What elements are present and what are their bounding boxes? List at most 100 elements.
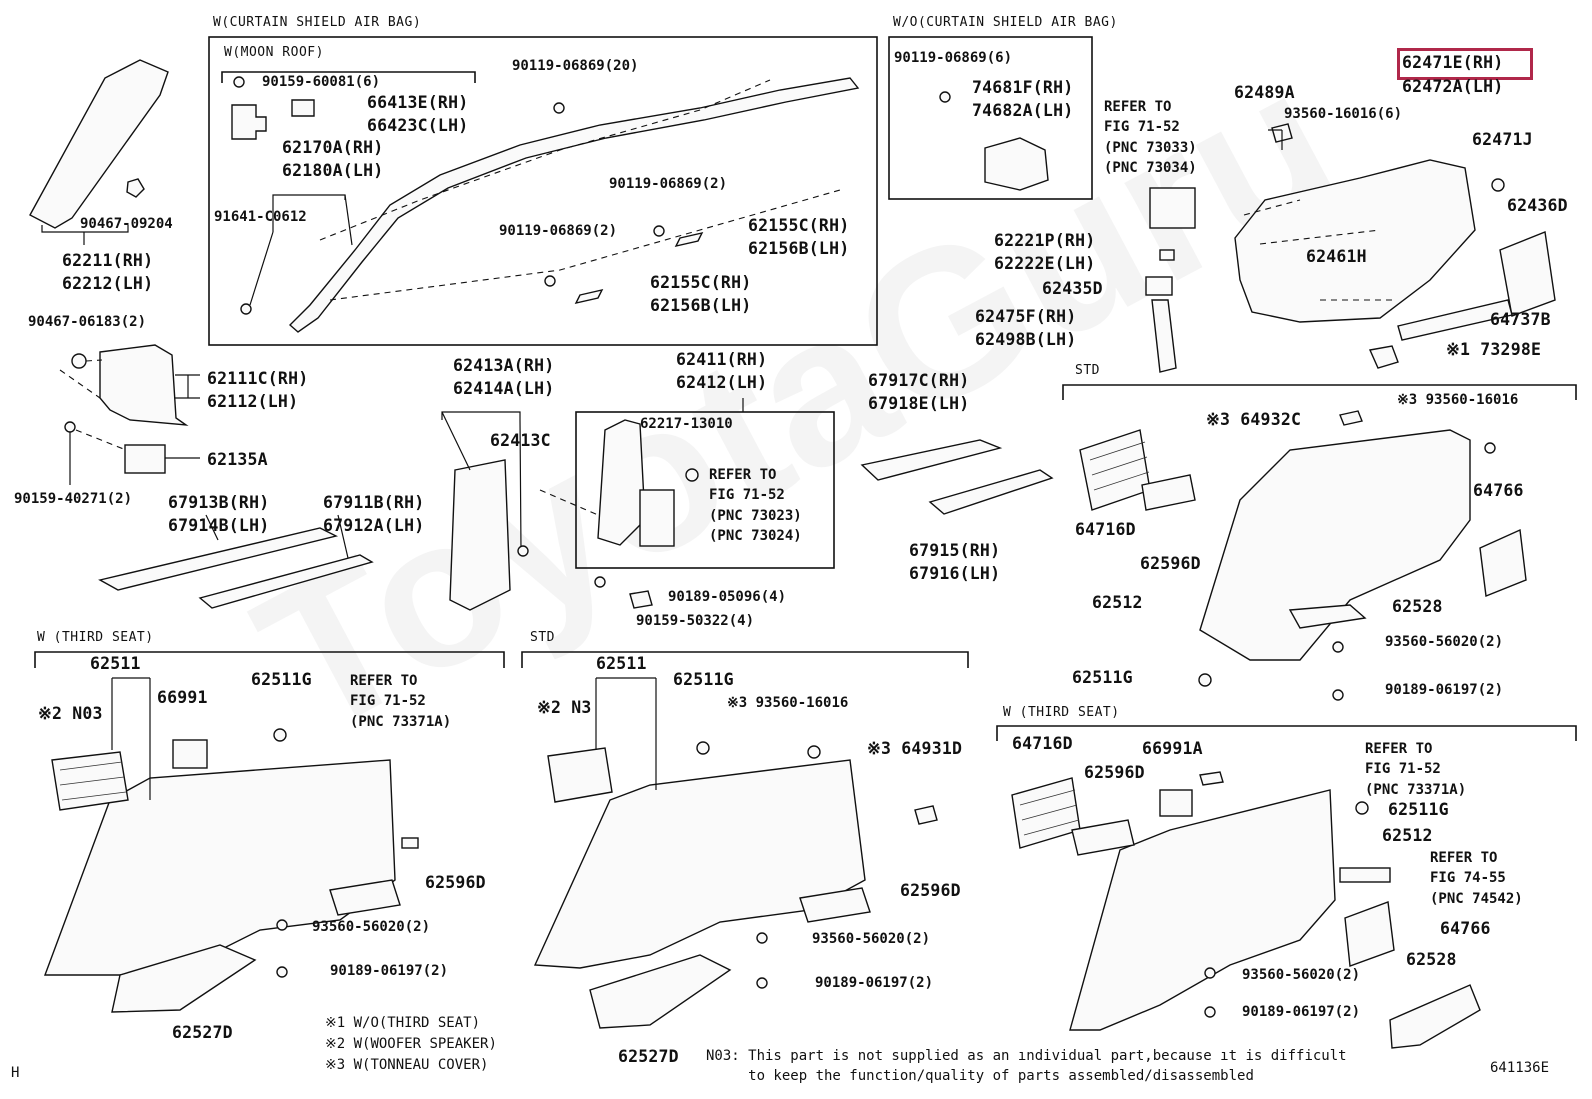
- leader-62211: [41, 225, 129, 233]
- hook-73298e: [1368, 345, 1399, 369]
- ref-part-73023: [639, 489, 675, 547]
- label-62498b: 62498B(LH): [975, 330, 1077, 349]
- refer-fig-71-52-r: REFER TO FIG 71-52 (PNC 73371A): [1365, 741, 1467, 798]
- section-third-seat-left: W (THIRD SEAT): [37, 630, 154, 645]
- label-67914b: 67914B(LH): [168, 516, 270, 535]
- label-62212: 62212(LH): [62, 274, 154, 293]
- footnote-n03: N03: This part is not supplied as an ınd…: [706, 1048, 1347, 1085]
- footnote-3: ※3 W(TONNEAU COVER): [325, 1057, 489, 1073]
- label-67913b: 67913B(RH): [168, 493, 270, 512]
- front-pillar-garnish: [29, 59, 169, 229]
- section-std-middle: STD: [530, 630, 555, 645]
- label-90189-06197-m: 90189-06197(2): [815, 975, 934, 991]
- label-62155c-b: 62155C(RH): [650, 273, 752, 292]
- label-62461h: 62461H: [1306, 247, 1367, 266]
- bracket-62135a: [124, 444, 166, 474]
- scuff-plate-67913b: [98, 527, 339, 591]
- label-66413e: 66413E(RH): [367, 93, 469, 112]
- clip-64931d: [914, 805, 938, 825]
- label-67916: 67916(LH): [909, 564, 1001, 583]
- label-93560-56020-m: 93560-56020(2): [812, 931, 931, 947]
- label-67912a: 67912A(LH): [323, 516, 425, 535]
- section-third-seat-right: W (THIRD SEAT): [1003, 705, 1120, 720]
- label-62436d: 62436D: [1507, 196, 1568, 215]
- label-67915: 67915(RH): [909, 541, 1001, 560]
- std-middle-bracket: [521, 651, 969, 668]
- clip-90467-09204: [126, 178, 145, 198]
- label-64932c: ※3 64932C: [1206, 410, 1302, 429]
- section-std-right: STD: [1075, 363, 1100, 378]
- figure-id: 641136E: [1490, 1060, 1550, 1076]
- label-73298e: ※1 73298E: [1446, 340, 1542, 359]
- label-62412: 62412(LH): [676, 373, 768, 392]
- label-62512-a: 62512: [1092, 593, 1143, 612]
- label-66991: 66991: [157, 688, 208, 707]
- label-93560-56020-r: 93560-56020(2): [1242, 967, 1361, 983]
- grille-64716d-a: [1079, 429, 1151, 511]
- grille-64766-r: [1344, 901, 1395, 967]
- label-62511g-l: 62511G: [251, 670, 312, 689]
- label-n3-m: ※2 N3: [537, 698, 592, 717]
- label-62528-r: 62528: [1406, 950, 1457, 969]
- strip-64737b: [1397, 299, 1513, 341]
- label-62155c-a: 62155C(RH): [748, 216, 850, 235]
- scuff-plate-67917c: [860, 439, 1003, 481]
- label-62217-13010: 62217-13010: [640, 416, 733, 432]
- label-90159-50322: 90159-50322(4): [636, 613, 755, 629]
- pillar-refer-frame: [575, 411, 835, 569]
- quarter-upper-trim-62471e: [1234, 159, 1476, 323]
- label-62411: 62411(RH): [676, 350, 768, 369]
- label-62156b-a: 62156B(LH): [748, 239, 850, 258]
- part-62528-r: [1389, 984, 1481, 1049]
- label-90467-06183: 90467-06183(2): [28, 314, 147, 330]
- quarter-trim-62512-std: [1199, 429, 1471, 661]
- label-62511g-m: 62511G: [673, 670, 734, 689]
- bracket-74681f: [984, 137, 1049, 191]
- label-64766-r: 64766: [1440, 919, 1491, 938]
- label-74681f: 74681F(RH): [972, 78, 1074, 97]
- refer-fig-71-52-l: REFER TO FIG 71-52 (PNC 73371A): [350, 673, 452, 730]
- label-90119-06869-2a: 90119-06869(2): [609, 176, 728, 192]
- label-64716d-a: 64716D: [1075, 520, 1136, 539]
- label-62170a: 62170A(RH): [282, 138, 384, 157]
- label-90119-06869-20: 90119-06869(20): [512, 58, 639, 74]
- bracket-62155c-a: [674, 231, 704, 248]
- vent-66991a: [1159, 789, 1193, 817]
- label-62511g-a: 62511G: [1072, 668, 1133, 687]
- highlight-62471e: [1397, 48, 1533, 80]
- label-62511g-r: 62511G: [1388, 800, 1449, 819]
- third-seat-right-bracket: [996, 725, 1577, 741]
- label-93560-16016-m: ※3 93560-16016: [727, 695, 849, 711]
- refer-fig-71-52-a: REFER TO FIG 71-52 (PNC 73033) (PNC 7303…: [1104, 99, 1197, 176]
- tray-62596d-r: [1071, 819, 1135, 856]
- no-curtain-airbag-frame: [888, 36, 1093, 200]
- label-66991a: 66991A: [1142, 739, 1203, 758]
- airbag-sensor-66413e: [231, 104, 267, 140]
- label-62111c: 62111C(RH): [207, 369, 309, 388]
- label-n03-l: ※2 N03: [38, 704, 103, 723]
- label-62527d-m: 62527D: [618, 1047, 679, 1066]
- label-62414a: 62414A(LH): [453, 379, 555, 398]
- refer-fig-74-55-r: REFER TO FIG 74-55 (PNC 74542): [1430, 850, 1523, 907]
- label-74682a: 74682A(LH): [972, 101, 1074, 120]
- label-62222e: 62222E(LH): [994, 254, 1096, 273]
- label-62135a: 62135A: [207, 450, 268, 469]
- part-62435d: [1145, 276, 1173, 296]
- label-90467-09204: 90467-09204: [80, 216, 173, 232]
- label-67918e: 67918E(LH): [868, 394, 970, 413]
- garnish-62475f: [1151, 299, 1177, 373]
- clip-62221p: [1159, 249, 1175, 261]
- label-93560-16016-6: 93560-16016(6): [1284, 106, 1403, 122]
- label-62511-l: 62511: [90, 654, 141, 673]
- corner-letter: H: [11, 1065, 20, 1081]
- label-90189-06197-a: 90189-06197(2): [1385, 682, 1504, 698]
- part-ref-73033: [1149, 187, 1196, 229]
- grille-64716d-r: [1011, 777, 1081, 849]
- label-62472a: 62472A(LH): [1402, 77, 1504, 96]
- label-90119-06869-6: 90119-06869(6): [894, 50, 1013, 66]
- label-93560-16016-a: ※3 93560-16016: [1397, 392, 1519, 408]
- section-moon-roof: W(MOON ROOF): [224, 45, 324, 60]
- label-62596d-m: 62596D: [900, 881, 961, 900]
- scuff-plate-67915: [928, 469, 1054, 515]
